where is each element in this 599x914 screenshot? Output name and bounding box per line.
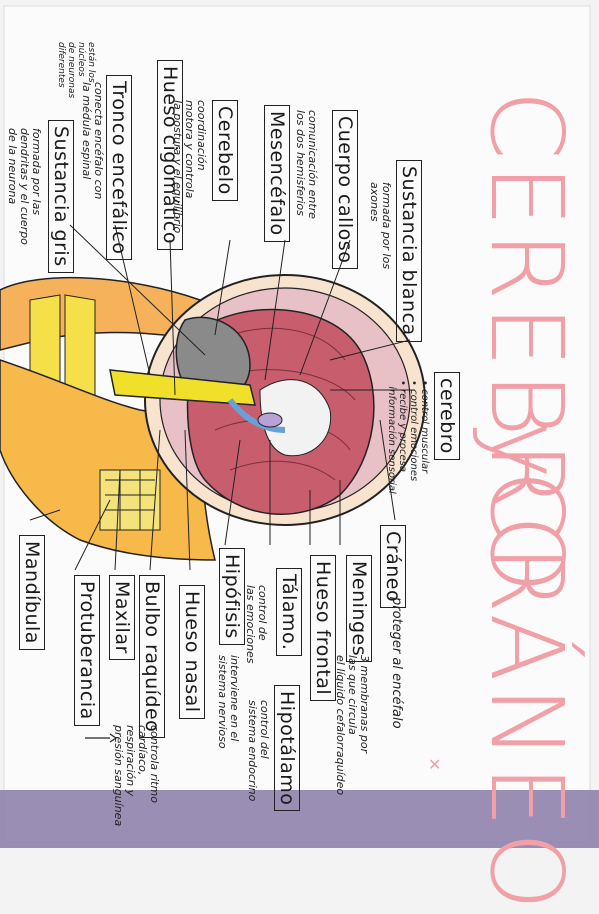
label-hueso-cigomatico: Hueso cigomático [157,60,183,250]
label-mesencefalo: Mesencéfalo [264,105,290,242]
label-sustancia-blanca: Sustancia blanca [396,160,422,342]
page-title-part2: CRÁNEO [468,470,585,914]
note-cerebro: • control muscular • control emociones •… [386,380,430,494]
label-cerebro: cerebro [434,372,460,460]
svg-text:✕: ✕ [428,755,441,774]
label-talamo: Tálamo. [276,568,302,657]
label-mandibula: Mandíbula [19,535,45,650]
label-cuerpo-calloso: Cuerpo calloso [332,110,358,270]
label-hueso-nasal: Hueso nasal [179,585,205,719]
label-protuberancia: Protuberancia [74,575,100,726]
anatomy-illustration: ✕ [0,224,441,774]
note-cuerpo-calloso: comunicación entre los dos hemisferios [294,110,319,219]
label-hipotalamo: Hipotálamo [274,685,300,812]
label-sustancia-gris: Sustancia gris [48,120,74,273]
label-tronco-encefalico: Tronco encefálico [106,75,132,261]
label-maxilar: Maxilar [109,575,135,660]
note-meninges: 3 membranas por las que circula el líqui… [334,655,371,796]
note-sustancia-gris: formada por las dendritas y el cuerpo de… [6,128,43,245]
label-hipofisis: Hipófisis [219,548,245,645]
label-craneo: Cráneo [380,525,406,609]
label-bulbo-raquideo: Bulbo raquídeo [139,575,165,739]
note-talamo: control de las emociones [244,585,269,664]
note-bulbo: controla ritmo cardíaco, respiración y p… [112,725,161,827]
note-hipofisis: interviene en el sistema nervioso [216,655,241,749]
note-sustancia-blanca: formada por los axones [368,182,393,270]
notebook-page: ✕ [0,5,599,848]
label-cerebelo: Cerebelo [212,100,238,201]
label-hueso-frontal: Hueso frontal [310,555,336,702]
note-tronco-encefalico: conecta encéfalo con la médula espinal [80,82,105,200]
label-meninges: Meninges [346,555,372,663]
note-hipotalamo: control del sistema endocrino [246,700,271,802]
note-craneo: proteger al encéfalo [389,597,404,729]
note-sustancia-gris-extra: están los núcleos de neuronas diferentes [56,42,96,99]
